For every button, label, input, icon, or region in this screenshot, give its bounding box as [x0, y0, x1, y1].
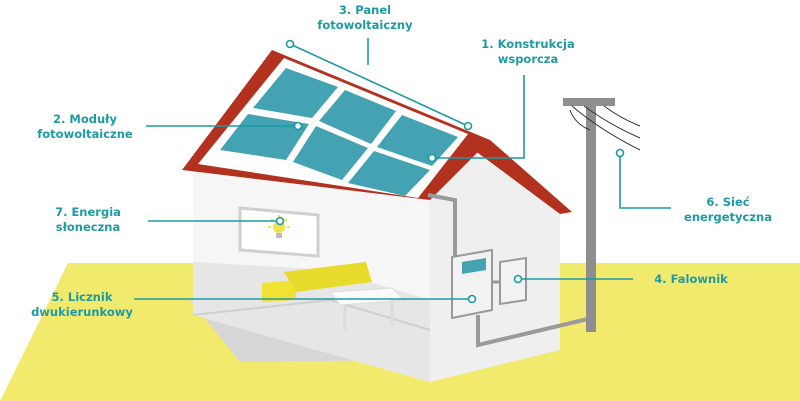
- sofa-side: [284, 262, 372, 292]
- sofa: [262, 280, 296, 302]
- floor-edge: [192, 298, 431, 331]
- table: [329, 287, 407, 306]
- cable-roof-meter: [427, 193, 457, 262]
- label-inverter: 4. Falownik: [654, 272, 728, 286]
- pole-crossarm: [563, 98, 615, 106]
- power-lines: [569, 105, 641, 151]
- meter-display: [462, 258, 486, 274]
- house-gable-wall: [430, 145, 560, 382]
- inverter-box: [499, 256, 527, 306]
- cable-meter-pole: [476, 315, 593, 348]
- leader-lines: [134, 38, 671, 300]
- utility-pole: [586, 102, 596, 332]
- leader-dots: [275, 39, 625, 304]
